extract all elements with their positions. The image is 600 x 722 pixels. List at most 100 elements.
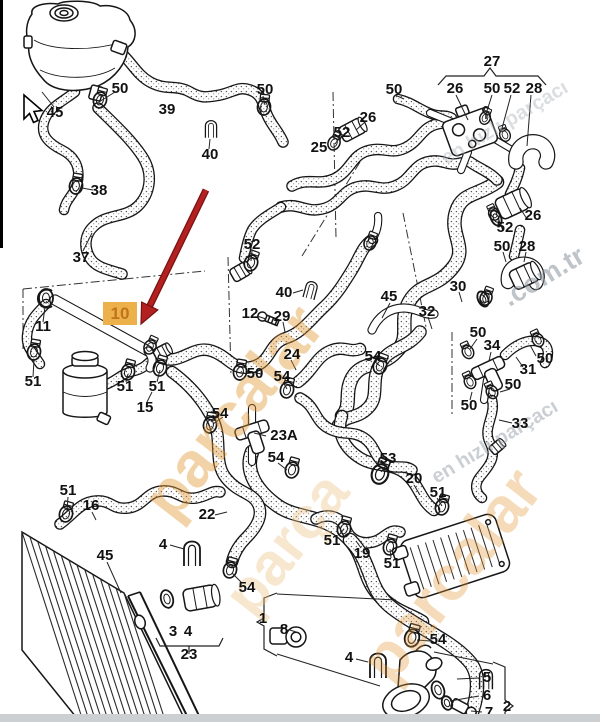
washer-ring bbox=[440, 695, 454, 711]
hose bbox=[510, 226, 524, 260]
part-label-34: 34 bbox=[484, 337, 501, 354]
leader-line bbox=[262, 95, 266, 106]
part-label-26: 26 bbox=[360, 109, 377, 126]
hose-clamp bbox=[483, 380, 499, 400]
part-label-45: 45 bbox=[97, 547, 114, 564]
washer-ring bbox=[489, 209, 503, 227]
thermostat-housing bbox=[382, 644, 443, 719]
spring-clip bbox=[204, 120, 218, 138]
leader-line bbox=[485, 94, 493, 115]
hose-clamp bbox=[461, 370, 477, 390]
coupling-connector bbox=[508, 260, 542, 290]
leader-line bbox=[469, 391, 473, 401]
part-label-11: 11 bbox=[35, 318, 51, 335]
leader-line bbox=[66, 496, 69, 512]
hose bbox=[113, 45, 288, 147]
boundary-dash-lines bbox=[22, 91, 453, 414]
elbow-28 bbox=[509, 135, 555, 169]
hose bbox=[240, 203, 285, 262]
hose-clamp bbox=[279, 376, 296, 399]
sensor-8 bbox=[269, 626, 307, 648]
leader-line bbox=[277, 462, 288, 471]
part-label-4: 4 bbox=[159, 536, 168, 553]
part-label-51: 51 bbox=[324, 532, 341, 549]
part-label-28: 28 bbox=[519, 238, 536, 255]
part-label-54: 54 bbox=[430, 631, 447, 648]
leader-line bbox=[98, 91, 116, 103]
hose-clamp bbox=[152, 354, 169, 377]
leader-line bbox=[289, 629, 300, 634]
leader-line bbox=[253, 432, 267, 437]
dash-dot-line bbox=[332, 91, 337, 239]
part-label-26: 26 bbox=[525, 207, 542, 224]
leader-line bbox=[355, 540, 362, 549]
leader-line bbox=[498, 419, 513, 424]
hose-clamp bbox=[497, 124, 512, 142]
leader-line bbox=[276, 593, 397, 601]
part-label-50: 50 bbox=[484, 80, 501, 97]
leader-line bbox=[290, 359, 297, 371]
part-label-27: 27 bbox=[484, 53, 501, 70]
hose bbox=[472, 396, 497, 502]
hose-clamp bbox=[372, 352, 389, 375]
highlight-box-part-10 bbox=[103, 302, 137, 325]
leader-line bbox=[380, 463, 388, 473]
cursor-arrow bbox=[23, 93, 44, 124]
part-label-19: 19 bbox=[354, 545, 371, 562]
part-label-37: 37 bbox=[73, 249, 90, 266]
leader-line bbox=[338, 528, 345, 536]
hose-clamp bbox=[26, 338, 42, 361]
part-label-50: 50 bbox=[247, 365, 264, 382]
leader-line bbox=[292, 289, 304, 294]
coupling-connector bbox=[182, 583, 221, 612]
leader-line bbox=[250, 250, 253, 262]
mouse-cursor-icon bbox=[23, 93, 44, 124]
hoses bbox=[21, 44, 554, 722]
dash-dot-line bbox=[22, 270, 206, 290]
part-label-50: 50 bbox=[257, 81, 274, 98]
leader-line bbox=[515, 356, 524, 368]
part-label-1: 1 bbox=[259, 610, 267, 627]
leader-line bbox=[488, 351, 492, 362]
part-label-51: 51 bbox=[149, 378, 166, 395]
part-label-50: 50 bbox=[386, 81, 403, 98]
leader-line bbox=[214, 511, 228, 516]
leader-line bbox=[458, 291, 463, 303]
part-label-30: 30 bbox=[450, 278, 467, 295]
hose-clamp bbox=[143, 334, 159, 355]
part-label-54: 54 bbox=[212, 405, 229, 422]
part-label-5: 5 bbox=[483, 669, 491, 686]
leader-line bbox=[529, 344, 537, 357]
part-label-29: 29 bbox=[274, 308, 291, 325]
part-label-50: 50 bbox=[494, 238, 511, 255]
part-label-54: 54 bbox=[365, 348, 382, 365]
washer-ring bbox=[38, 288, 54, 308]
leader-line bbox=[208, 138, 211, 150]
leader-line bbox=[82, 232, 93, 252]
part-label-7: 7 bbox=[485, 704, 493, 721]
hose bbox=[465, 157, 502, 185]
washer-ring bbox=[430, 680, 446, 700]
hose bbox=[276, 156, 466, 215]
leader-line bbox=[282, 321, 286, 333]
part-label-4: 4 bbox=[184, 623, 193, 640]
part-label-51: 51 bbox=[60, 482, 77, 499]
dash-dot-line bbox=[402, 212, 427, 328]
static-parts bbox=[21, 0, 511, 722]
pipe bbox=[368, 304, 438, 334]
hose bbox=[22, 300, 50, 368]
part-label-39: 39 bbox=[159, 101, 176, 118]
leader-line bbox=[276, 653, 381, 687]
spring-clip bbox=[369, 652, 387, 678]
hose bbox=[332, 326, 426, 432]
part-label-45: 45 bbox=[381, 288, 398, 305]
hose bbox=[501, 336, 552, 367]
part-label-51: 51 bbox=[117, 378, 134, 395]
part-label-4: 4 bbox=[345, 649, 354, 666]
part-label-50: 50 bbox=[461, 397, 478, 414]
hose-clamp bbox=[92, 86, 109, 109]
part-label-50: 50 bbox=[112, 80, 129, 97]
pipe bbox=[458, 149, 471, 173]
part-label-50: 50 bbox=[505, 376, 522, 393]
